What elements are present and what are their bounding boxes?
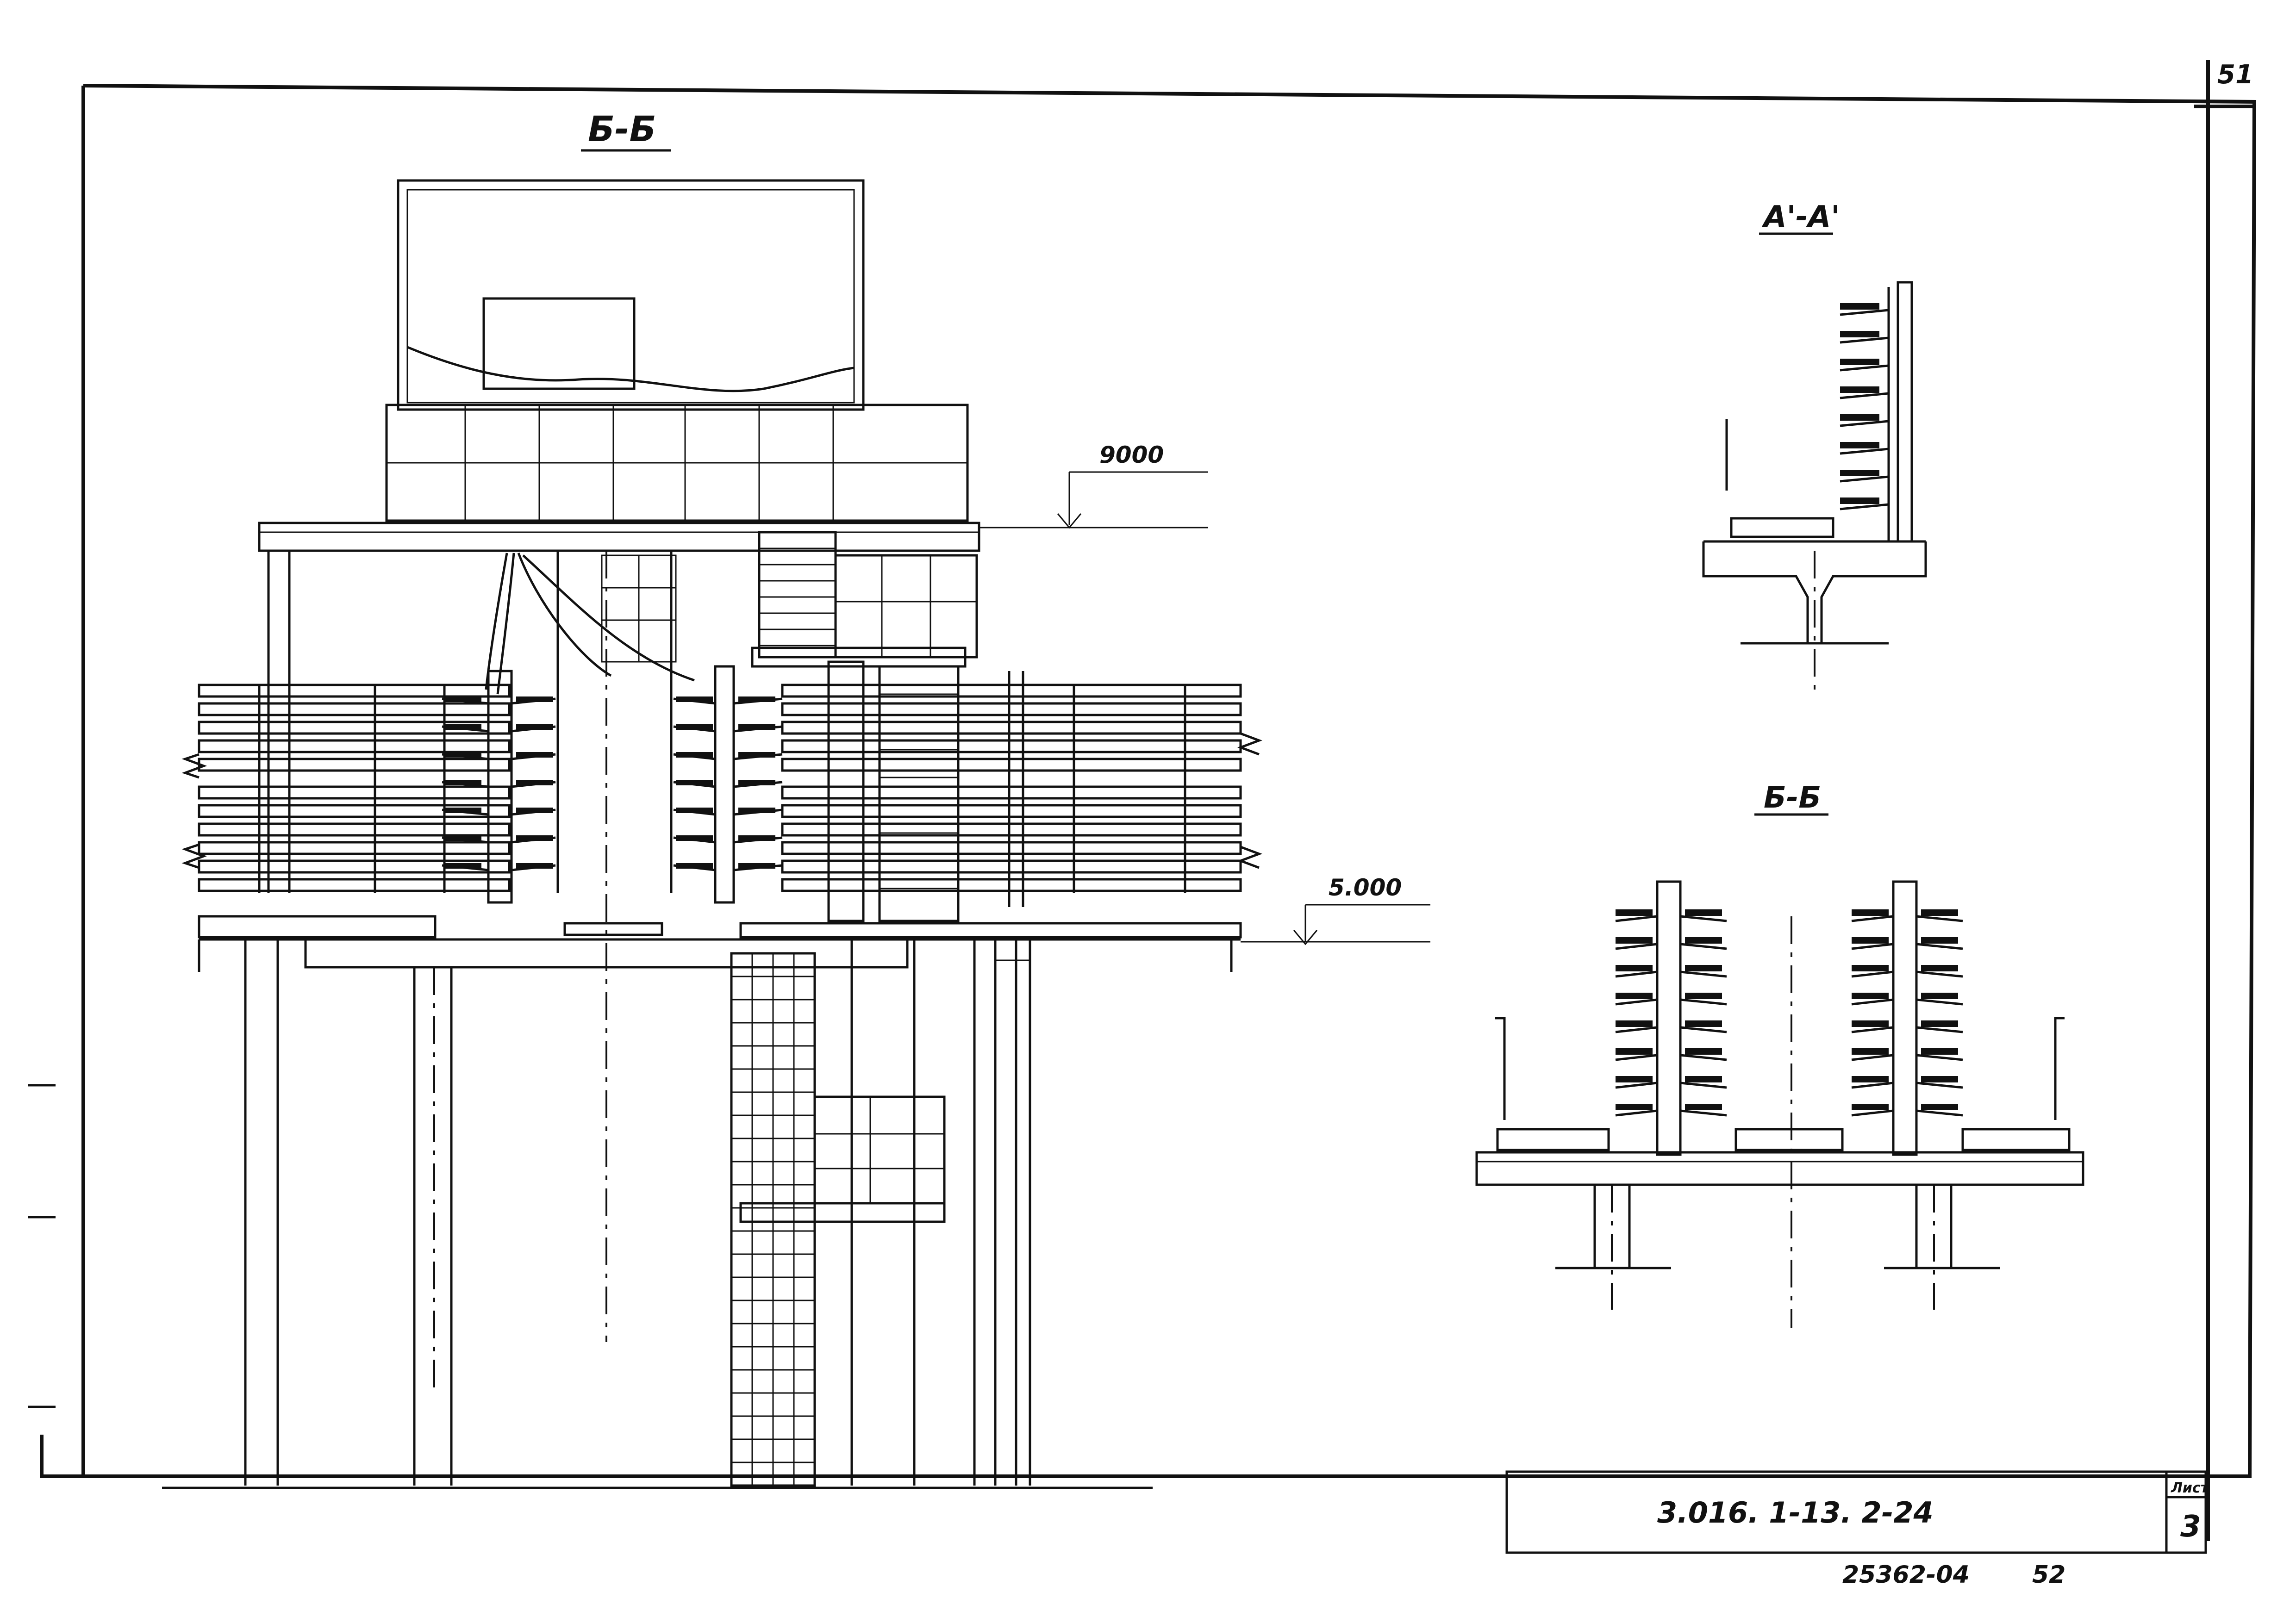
bottom-note-page: 52	[2032, 1561, 2065, 1589]
main-section-title: Б-Б	[588, 108, 656, 149]
insulator-string-center	[673, 665, 783, 904]
main-section: Б-Б 9000	[162, 108, 1430, 1489]
level-5000-label: 5.000	[1329, 874, 1402, 901]
drawing-designation: 3.016. 1-13. 2-24	[1657, 1496, 1934, 1530]
page-number: 51	[2217, 60, 2253, 90]
lattice-ladder	[730, 952, 816, 1487]
detail-a-title: А'-А'	[1761, 200, 1840, 234]
bottom-note-code: 25362-04	[1842, 1561, 1970, 1589]
insulator-string-left	[442, 670, 556, 904]
title-block: Лист 3 3.016. 1-13. 2-24	[1505, 1470, 2209, 1554]
detail-b-title: Б-Б	[1764, 781, 1821, 815]
detail-b-section: Б-Б	[1475, 781, 2084, 1328]
sheet-number: 3	[2180, 1510, 2201, 1544]
level-9000-label: 9000	[1099, 442, 1164, 468]
drawing-frame	[28, 60, 2257, 1541]
detail-a-section: А'-А'	[1702, 200, 1927, 694]
sheet-label: Лист	[2171, 1480, 2209, 1496]
